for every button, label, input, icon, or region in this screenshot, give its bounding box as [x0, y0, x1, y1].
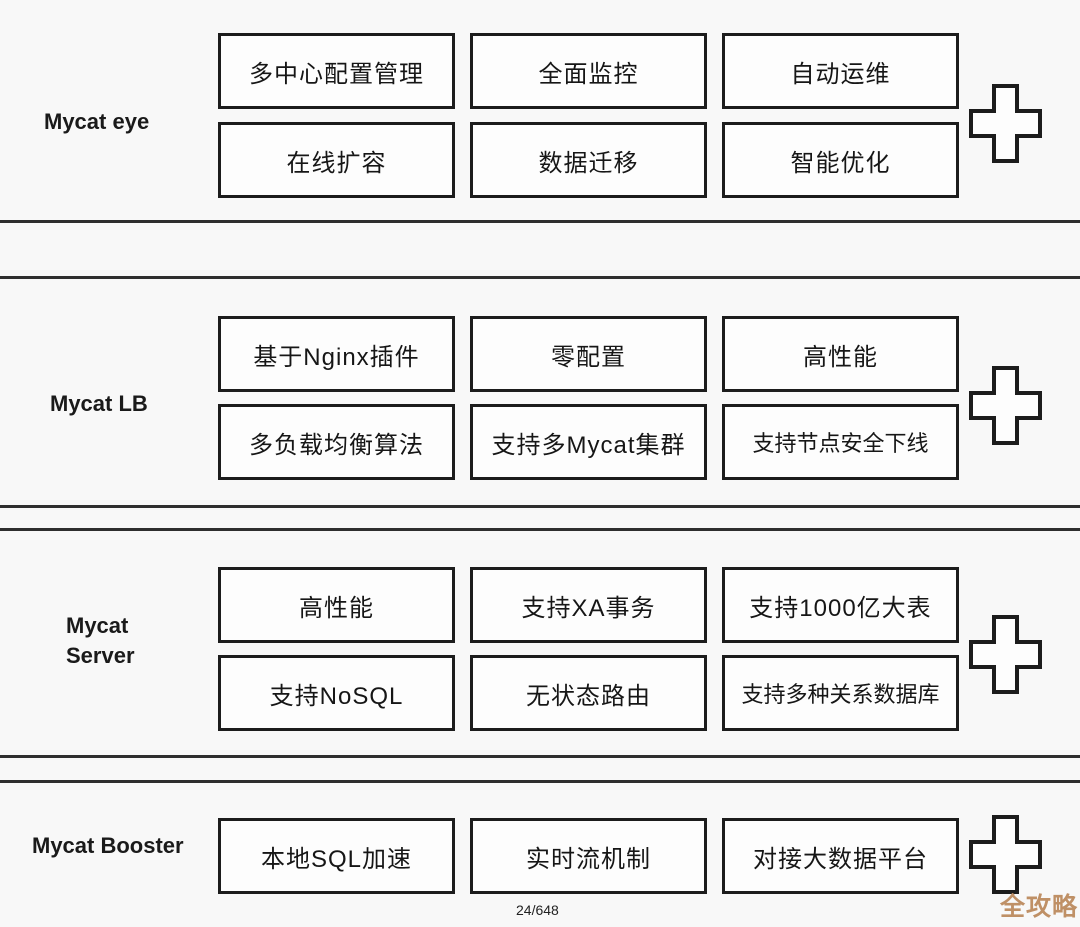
- feature-box: 智能优化: [722, 122, 959, 198]
- feature-box: 支持1000亿大表: [722, 567, 959, 643]
- plus-icon: [968, 365, 1043, 446]
- feature-box: 零配置: [470, 316, 707, 392]
- feature-box: 多负载均衡算法: [218, 404, 455, 480]
- feature-box: 在线扩容: [218, 122, 455, 198]
- feature-box: 全面监控: [470, 33, 707, 109]
- feature-box: 支持NoSQL: [218, 655, 455, 731]
- section-divider: [0, 528, 1080, 531]
- feature-box: 数据迁移: [470, 122, 707, 198]
- section-label-mycat-eye: Mycat eye: [44, 109, 150, 134]
- feature-box: 高性能: [218, 567, 455, 643]
- section-label-mycat-server: Mycat Server: [66, 613, 135, 668]
- feature-box: 多中心配置管理: [218, 33, 455, 109]
- section-label-mycat-lb: Mycat LB: [50, 391, 148, 416]
- feature-box: 对接大数据平台: [722, 818, 959, 894]
- section-divider: [0, 276, 1080, 279]
- plus-icon: [968, 83, 1043, 164]
- section-divider: [0, 755, 1080, 758]
- feature-box: 自动运维: [722, 33, 959, 109]
- section-divider: [0, 220, 1080, 223]
- feature-box: 支持节点安全下线: [722, 404, 959, 480]
- feature-box: 支持多Mycat集群: [470, 404, 707, 480]
- page-number: 24/648: [516, 902, 559, 918]
- feature-box: 高性能: [722, 316, 959, 392]
- section-label-mycat-booster: Mycat Booster: [32, 833, 184, 858]
- feature-box: 本地SQL加速: [218, 818, 455, 894]
- plus-icon: [968, 614, 1043, 695]
- feature-box: 实时流机制: [470, 818, 707, 894]
- feature-box: 支持多种关系数据库: [722, 655, 959, 731]
- feature-box: 支持XA事务: [470, 567, 707, 643]
- watermark: 全攻略: [999, 893, 1078, 921]
- section-divider: [0, 780, 1080, 783]
- plus-icon: [968, 814, 1043, 895]
- section-divider: [0, 505, 1080, 508]
- feature-box: 无状态路由: [470, 655, 707, 731]
- feature-box: 基于Nginx插件: [218, 316, 455, 392]
